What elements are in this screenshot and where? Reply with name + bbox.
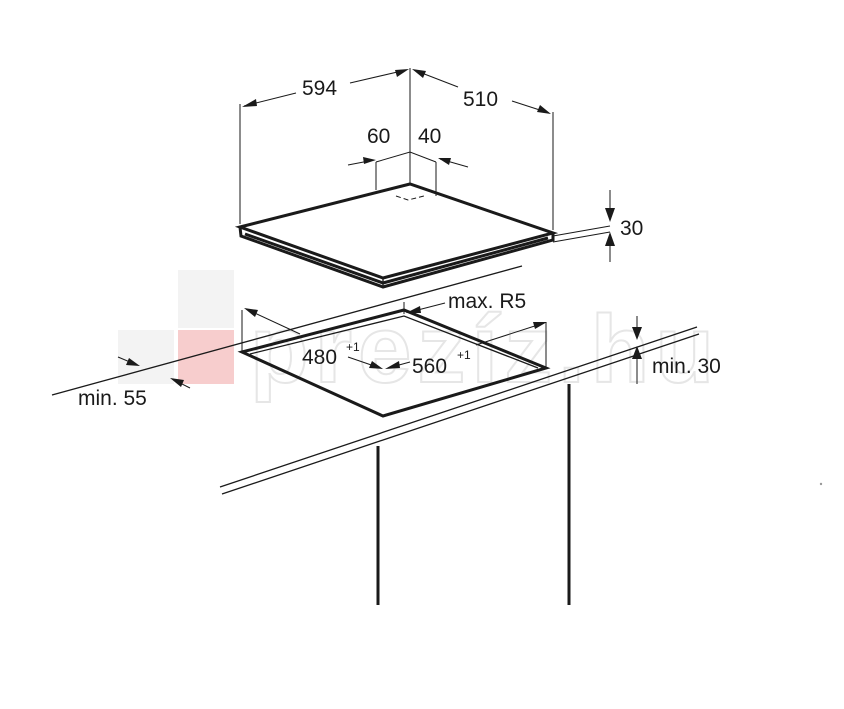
dimension-510: 510 [412, 69, 551, 114]
watermark: prezíz.hu [118, 270, 715, 404]
dimension-label-30: 30 [620, 217, 643, 240]
dimension-label-min-30: min. 30 [652, 355, 721, 378]
dimension-label-510: 510 [463, 88, 498, 111]
hob-drawing [234, 68, 611, 289]
dimension-480: 480 +1 [244, 308, 383, 369]
dimension-30: 30 [605, 190, 643, 262]
hob-top-surface [234, 182, 559, 280]
worktop-drawing [51, 265, 823, 605]
dimension-60-40: 60 40 [347, 125, 469, 168]
dimension-tolerance-560: +1 [457, 348, 471, 362]
dimension-min-30: min. 30 [632, 316, 721, 384]
dimension-label-min-55: min. 55 [78, 387, 147, 410]
dimension-max-r5: max. R5 [406, 290, 526, 313]
dimension-label-60: 60 [367, 125, 390, 148]
dimension-label-max-r5: max. R5 [448, 290, 526, 313]
dimension-min-55: min. 55 [78, 356, 191, 410]
dimension-label-560: 560 [412, 355, 447, 378]
dimension-594: 594 [242, 69, 409, 107]
dimension-label-594: 594 [302, 77, 337, 100]
dimension-label-40: 40 [418, 125, 441, 148]
dimension-label-480: 480 [302, 346, 337, 369]
dimension-560: 560 +1 [385, 322, 547, 378]
dimension-tolerance-480: +1 [346, 340, 360, 354]
